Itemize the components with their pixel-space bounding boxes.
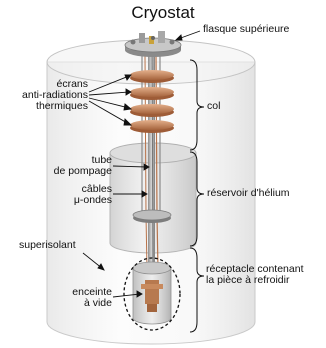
shield-1 [130, 70, 174, 83]
label-tube-line1: tube [30, 155, 112, 166]
label-ecrans-line3: thermiques [2, 101, 88, 112]
shield-2 [130, 87, 174, 100]
label-flasque: flasque supérieure [203, 24, 289, 35]
label-cables-line1: câbles [30, 184, 112, 195]
shield-3 [130, 104, 174, 117]
label-receptacle-line2: la pièce à refroidir [206, 275, 289, 286]
label-superisolant: superisolant [19, 240, 76, 251]
cold-plate [133, 210, 171, 223]
label-reservoir: réservoir d'hélium [207, 188, 290, 199]
label-ecrans-line2: anti-radiations [2, 90, 88, 101]
label-cables-line2: μ-ondes [30, 195, 112, 206]
label-col: col [207, 101, 220, 112]
label-receptacle-line1: réceptacle contenant [206, 264, 303, 275]
label-enceinte-line1: enceinte [30, 287, 112, 298]
shield-4 [130, 120, 174, 133]
top-flange [125, 31, 181, 57]
label-ecrans-line1: écrans [2, 79, 88, 90]
label-tube-line2: de pompage [30, 166, 112, 177]
label-enceinte-line2: à vide [30, 298, 112, 309]
